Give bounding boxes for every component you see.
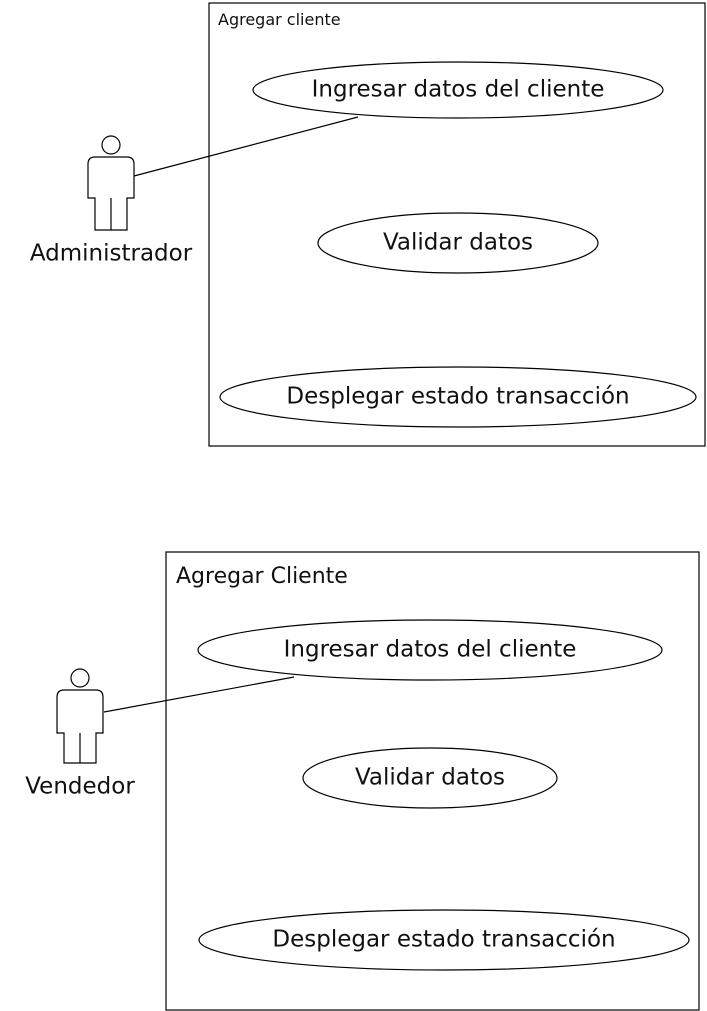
system-boundary-title-bottom: Agregar Cliente [176,564,348,589]
use-case-label: Validar datos [354,764,506,791]
use-case-label: Validar datos [382,229,534,256]
use-case-ellipse-desplegar-top [219,366,697,428]
association-line-top [133,116,359,177]
use-case-label: Desplegar estado transacción [272,926,616,953]
use-case-ellipse-validar-bottom [302,747,558,809]
use-case-ellipse-ingresar-bottom [197,619,663,681]
actor-name-administrador: Administrador [29,240,193,267]
use-case-label: Ingresar datos del cliente [283,636,577,663]
top-section [87,2,706,447]
actor-name-vendedor: Vendedor [25,773,135,800]
actor-figure-vendedor [56,668,104,764]
use-case-ellipse-validar-top [317,212,599,274]
bottom-section [56,551,700,1011]
system-boundary-bottom [165,551,700,1011]
use-case-label: Desplegar estado transacción [286,383,630,410]
actor-figure-administrador [87,135,135,231]
use-case-ellipse-ingresar-top [252,61,664,119]
use-case-ellipse-desplegar-bottom [198,909,690,971]
use-case-label: Ingresar datos del cliente [311,76,605,103]
system-boundary-top [208,2,706,447]
system-boundary-title-top: Agregar cliente [218,10,341,29]
association-line-bottom [103,676,295,713]
